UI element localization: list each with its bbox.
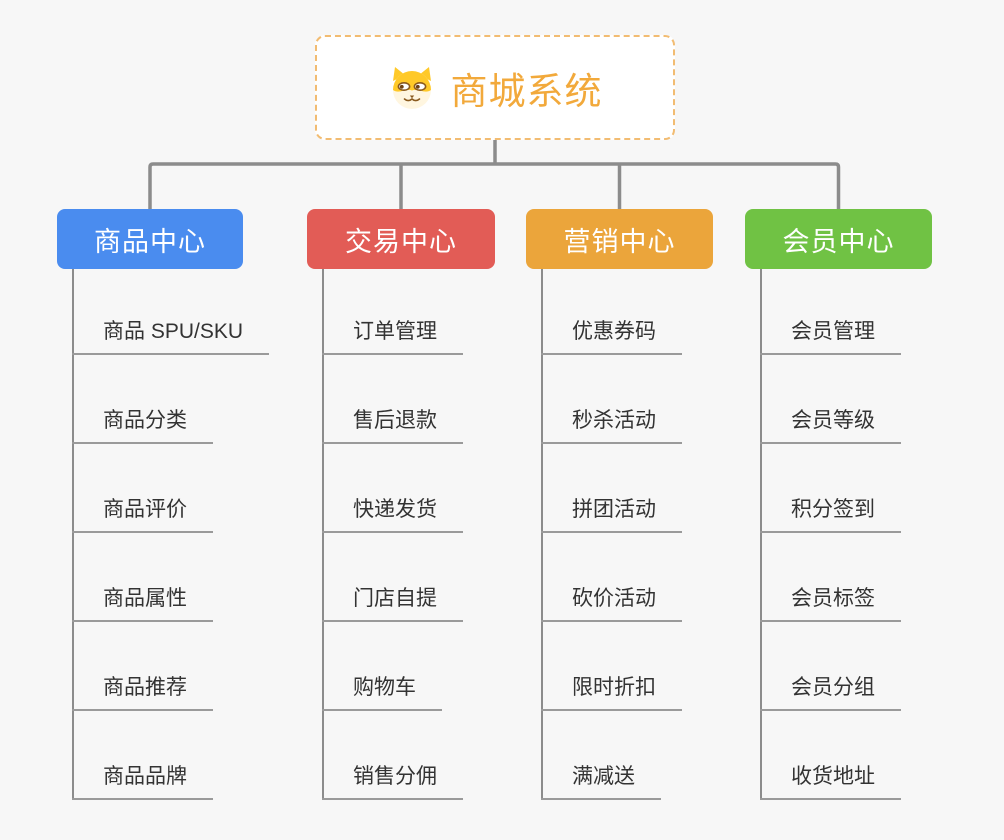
mindmap-node[interactable]: 积分签到 — [760, 491, 901, 533]
mindmap-node[interactable]: 砍价活动 — [541, 580, 682, 622]
mindmap-node[interactable]: 会员管理 — [760, 313, 901, 355]
branch-header[interactable]: 营销中心 — [526, 209, 713, 269]
mindmap-node[interactable]: 商品 SPU/SKU — [72, 313, 270, 355]
mindmap-node[interactable]: 优惠券码 — [541, 313, 682, 355]
mindmap-node[interactable]: 快递发货 — [322, 491, 463, 533]
branch-trade-center: 交易中心 订单管理 售后退款 快递发货 门店自提 购物车 销售分佣 — [307, 209, 587, 809]
branch-spine — [541, 269, 543, 800]
mindmap-node[interactable]: 商品评价 — [72, 491, 213, 533]
branch-spine — [760, 269, 762, 800]
mindmap-node[interactable]: 门店自提 — [322, 580, 463, 622]
root-node[interactable]: 商城系统 — [315, 35, 675, 140]
mindmap-node[interactable]: 购物车 — [322, 669, 442, 711]
mindmap-node[interactable]: 销售分佣 — [322, 758, 463, 800]
branch-header[interactable]: 会员中心 — [745, 209, 932, 269]
branch-header[interactable]: 交易中心 — [307, 209, 495, 269]
doge-icon — [388, 66, 436, 110]
mindmap-node[interactable]: 会员分组 — [760, 669, 901, 711]
mindmap-node[interactable]: 会员标签 — [760, 580, 901, 622]
mindmap-node[interactable]: 收货地址 — [760, 758, 901, 800]
mindmap-node[interactable]: 商品分类 — [72, 402, 213, 444]
connector-horizontal-rail — [148, 162, 841, 209]
mindmap-node[interactable]: 会员等级 — [760, 402, 901, 444]
mindmap-node[interactable]: 订单管理 — [322, 313, 463, 355]
branch-spine — [72, 269, 74, 800]
mindmap-node[interactable]: 商品属性 — [72, 580, 213, 622]
mindmap-node[interactable]: 秒杀活动 — [541, 402, 682, 444]
mindmap-node[interactable]: 商品品牌 — [72, 758, 213, 800]
branch-header[interactable]: 商品中心 — [57, 209, 243, 269]
root-title: 商城系统 — [450, 70, 603, 112]
mindmap-node[interactable]: 限时折扣 — [541, 669, 682, 711]
mindmap-node[interactable]: 商品推荐 — [72, 669, 213, 711]
mindmap-node[interactable]: 拼团活动 — [541, 491, 682, 533]
branch-spine — [322, 269, 324, 800]
branch-product-center: 商品中心 商品 SPU/SKU 商品分类 商品评价 商品属性 商品推荐 商品品牌 — [57, 209, 337, 809]
mindmap-node[interactable]: 满减送 — [541, 758, 661, 800]
branch-marketing-center: 营销中心 优惠券码 秒杀活动 拼团活动 砍价活动 限时折扣 满减送 — [526, 209, 806, 809]
branch-member-center: 会员中心 会员管理 会员等级 积分签到 会员标签 会员分组 收货地址 — [745, 209, 1004, 809]
mindmap-node[interactable]: 售后退款 — [322, 402, 463, 444]
